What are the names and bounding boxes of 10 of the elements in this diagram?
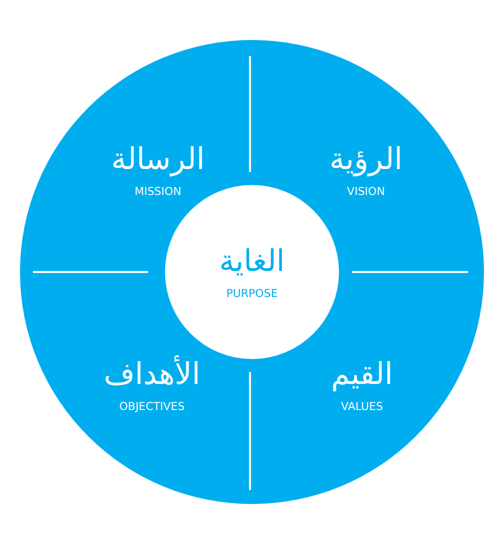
subtitle-text: VALUES — [341, 399, 383, 415]
subtitle-text: MISSION — [134, 184, 182, 200]
heading-text: الغاية — [219, 243, 285, 281]
heading-text: القيم — [331, 356, 393, 394]
heading-text: الأهداف — [104, 355, 200, 394]
subtitle-text: OBJECTIVES — [119, 399, 185, 415]
subtitle-text: PURPOSE — [226, 286, 278, 302]
heading-text: الرؤية — [330, 141, 402, 179]
subtitle-text: VISION — [347, 184, 385, 200]
heading-text: الرسالة — [111, 141, 205, 179]
